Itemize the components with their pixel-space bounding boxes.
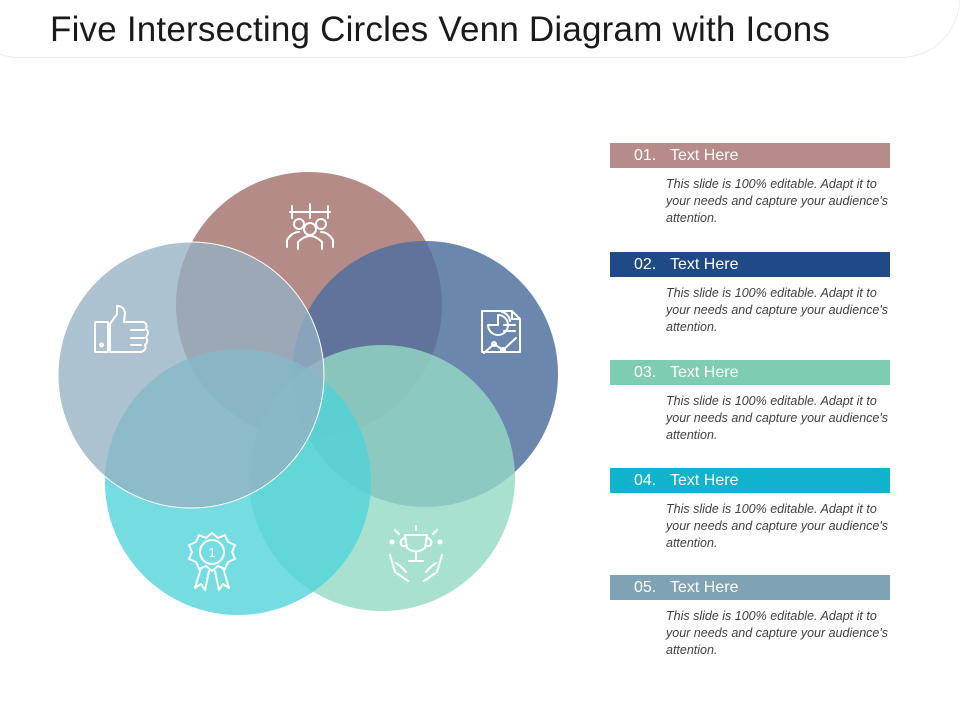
list-item-5: 05. Text Here This slide is 100% editable… — [610, 575, 890, 659]
team-icon — [286, 203, 334, 250]
list-item-1: 01. Text Here This slide is 100% editable… — [610, 143, 890, 227]
item-header-5: 05. Text Here — [610, 575, 890, 600]
thumbs-up-icon — [94, 305, 149, 353]
item-description: This slide is 100% editable. Adapt it to… — [666, 502, 888, 550]
award-ribbon-icon — [188, 532, 236, 591]
item-number: 05. — [634, 579, 657, 596]
item-header-1: 01. Text Here — [610, 143, 890, 168]
list-item-4: 04. Text Here This slide is 100% editable… — [610, 468, 890, 552]
list-item-2: 02. Text Here This slide is 100% editable… — [610, 252, 890, 336]
item-description: This slide is 100% editable. Adapt it to… — [666, 177, 888, 225]
item-header-3: 03. Text Here — [610, 360, 890, 385]
item-header-2: 02. Text Here — [610, 252, 890, 277]
item-label: Text Here — [670, 579, 739, 596]
list-item-3: 03. Text Here This slide is 100% editable… — [610, 360, 890, 444]
item-number: 02. — [634, 256, 657, 273]
item-number: 03. — [634, 364, 657, 381]
award-icon-number: 1 — [208, 545, 215, 560]
item-number: 04. — [634, 472, 657, 489]
venn-circle-5 — [57, 241, 325, 509]
item-label: Text Here — [670, 472, 739, 489]
venn-circles — [57, 172, 558, 615]
item-label: Text Here — [670, 256, 739, 273]
trophy-hands-icon — [389, 525, 443, 582]
item-label: Text Here — [670, 364, 739, 381]
item-header-4: 04. Text Here — [610, 468, 890, 493]
item-description: This slide is 100% editable. Adapt it to… — [666, 609, 888, 657]
page-title: Five Intersecting Circles Venn Diagram w… — [50, 10, 831, 49]
item-number: 01. — [634, 147, 657, 164]
report-chart-icon — [481, 310, 521, 354]
item-description: This slide is 100% editable. Adapt it to… — [666, 286, 888, 334]
item-description: This slide is 100% editable. Adapt it to… — [666, 394, 888, 442]
item-label: Text Here — [670, 147, 739, 164]
